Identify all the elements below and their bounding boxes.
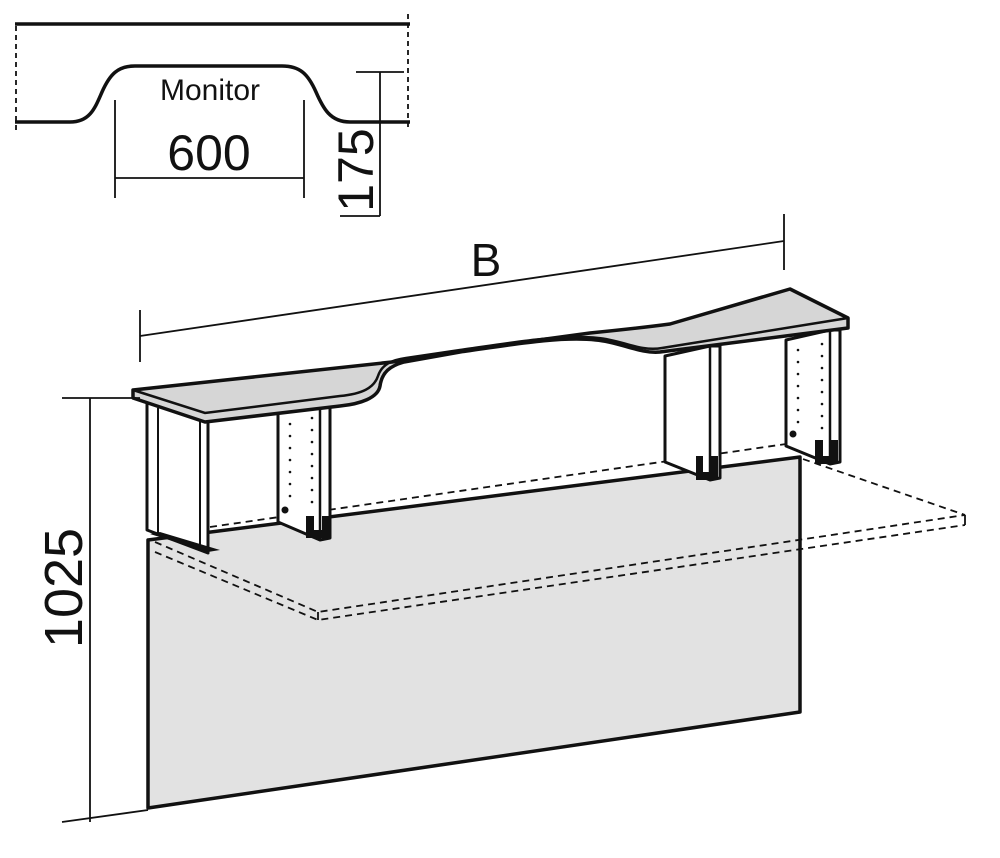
dimension-b: B [139,214,785,362]
width-b-label: B [471,234,502,286]
dimension-1025: 1025 [34,397,149,823]
monitor-shelf-top [131,287,850,424]
width-600-label: 600 [167,125,250,181]
right-inner-support [663,344,722,482]
left-support [145,400,220,555]
left-inner-support [276,401,332,542]
inset-front-edge [15,64,410,124]
depth-175-label: 175 [328,128,384,211]
inset-top-view: Monitor 600 175 [15,14,410,217]
height-1025-label: 1025 [34,528,94,648]
main-perspective-view: B 1025 [34,214,966,823]
monitor-label: Monitor [160,74,260,107]
right-outer-support [784,328,842,466]
modesty-panel [146,455,802,810]
